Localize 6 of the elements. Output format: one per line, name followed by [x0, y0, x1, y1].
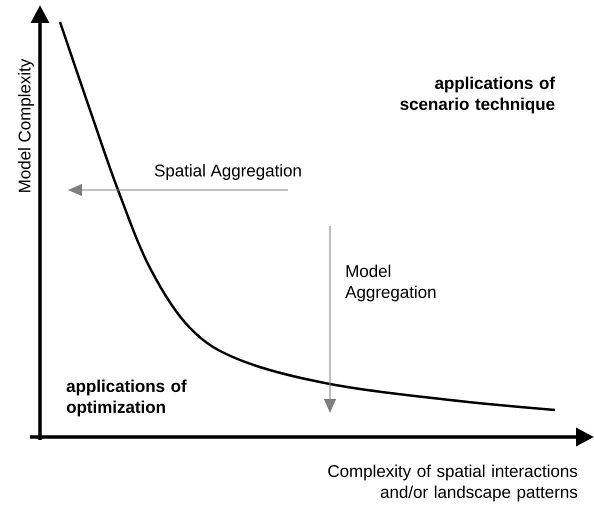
arrow-label: Spatial Aggregation	[154, 164, 301, 180]
region-label: applications of optimization	[66, 380, 187, 416]
axis-label: Model Complexity	[18, 58, 34, 192]
region-label: applications of scenario technique	[400, 76, 556, 114]
arrow-label: Model Aggregation	[345, 264, 436, 302]
axis-label: Complexity of spatial interactions and/or landscape patterns	[328, 464, 578, 502]
